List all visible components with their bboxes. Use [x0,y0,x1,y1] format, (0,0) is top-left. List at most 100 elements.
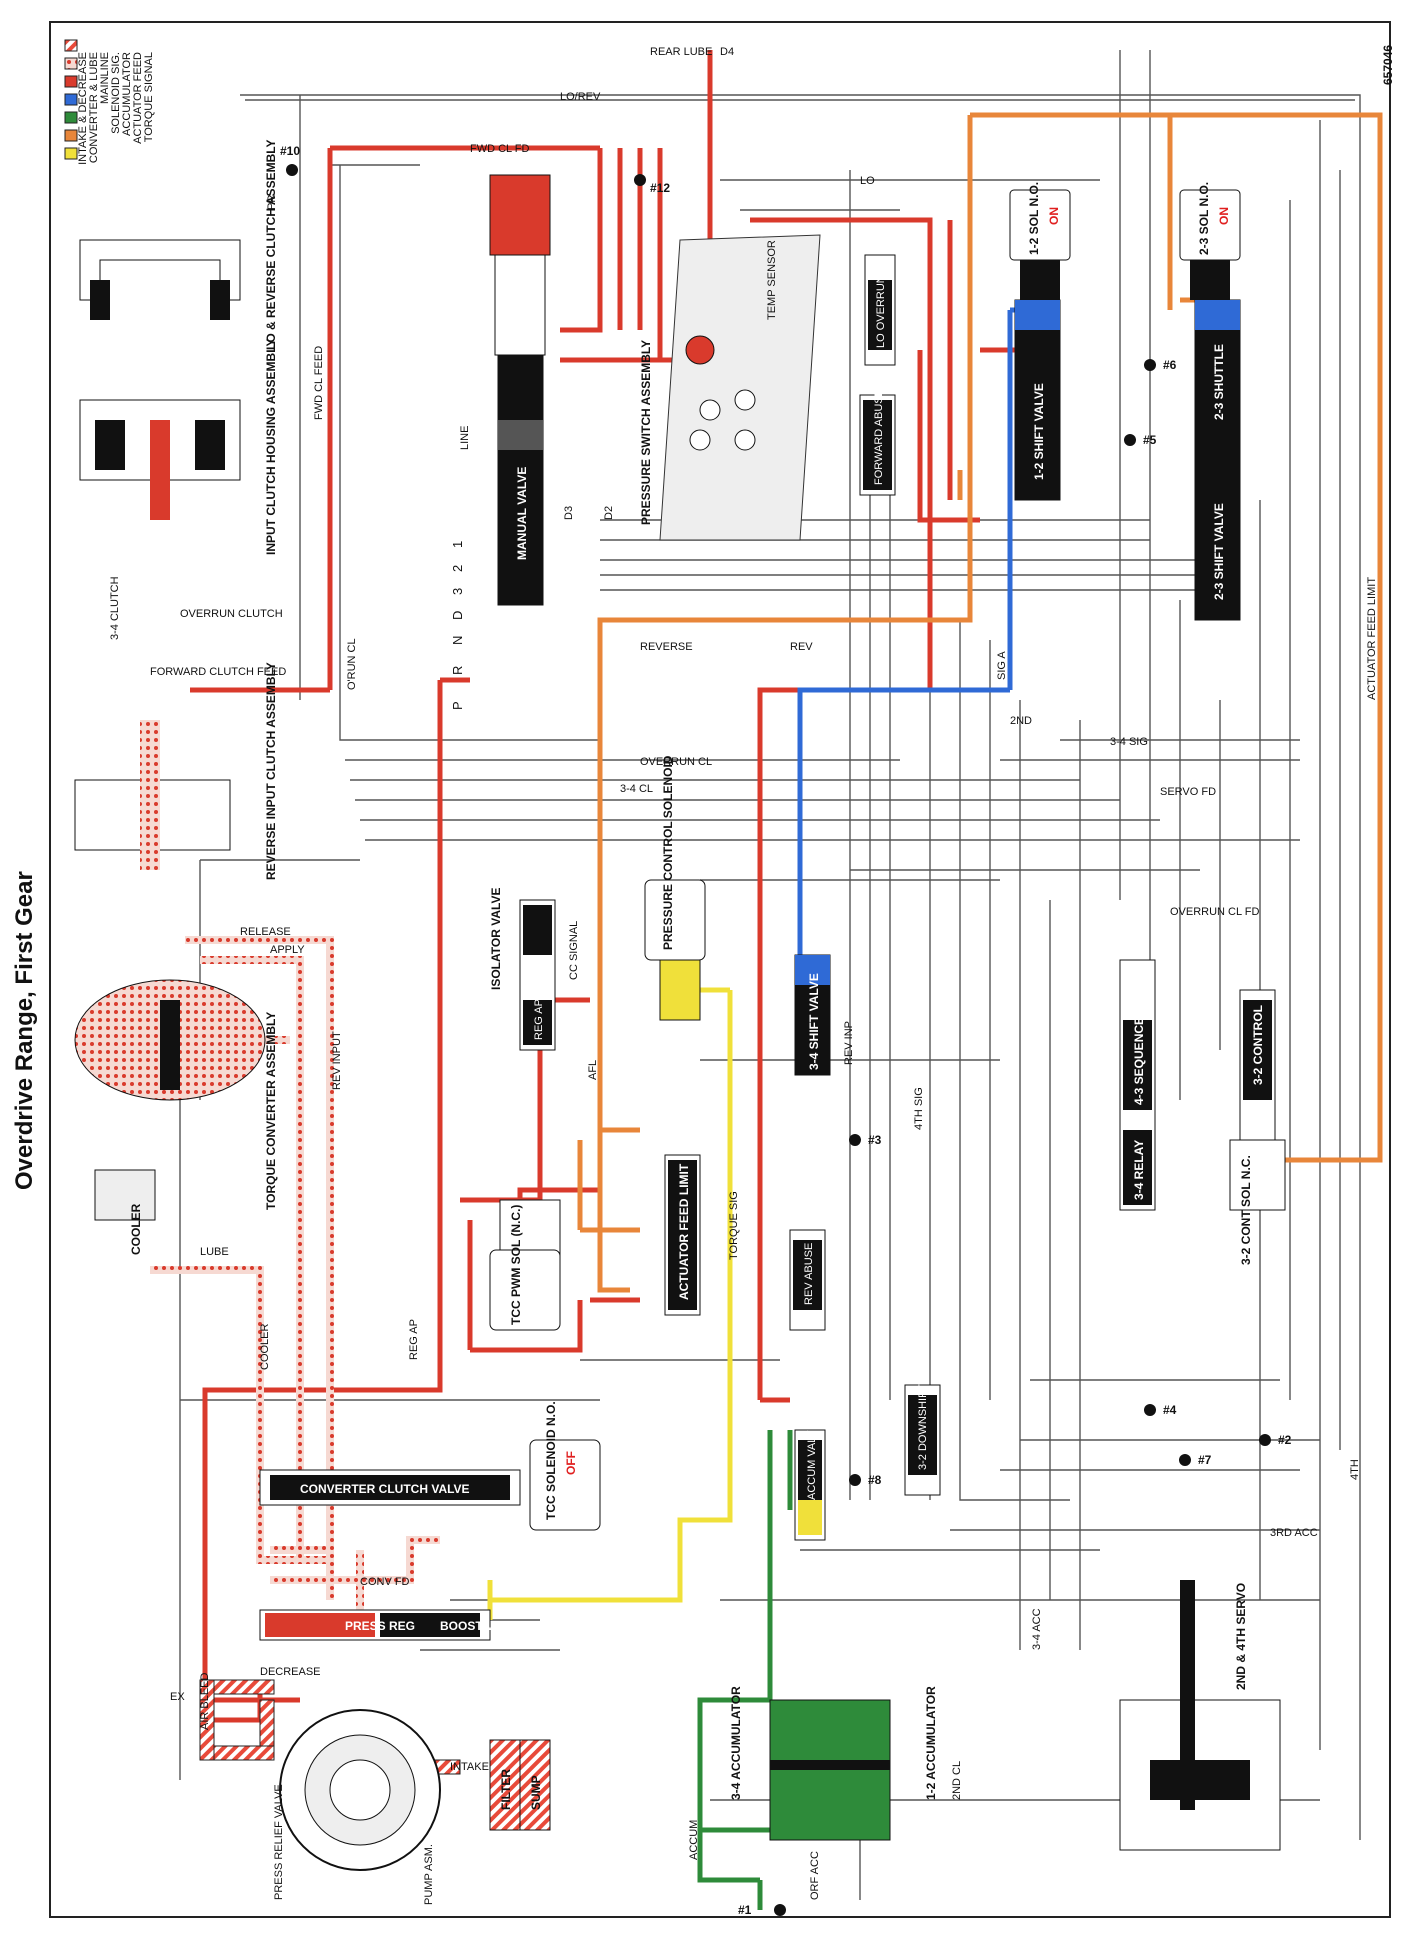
pl-2nd-cl: 2ND CL [951,1761,963,1800]
ccv-label: CONVERTER CLUTCH VALVE [300,1482,470,1496]
range-selector: P R N D 3 2 1 [450,541,465,710]
pump-label: PUMP ASM. [423,1844,435,1905]
accumulators: 3-4 ACCUMULATOR 1-2 ACCUMULATOR [729,1686,938,1841]
lo-overrun: LO OVERRUN [864,254,896,366]
pl-ex: EX [170,1691,185,1703]
reverse-input-clutch: REVERSE INPUT CLUTCH ASSEMBLY [74,662,278,880]
cb-1: #1 [738,1903,752,1917]
press-reg: PRESS REG BOOST VALVE [259,1609,524,1641]
checkballs: #1 #2 #3 #4 #5 #6 #7 #8 #10 #12 [280,144,1292,1917]
press-relief-label: PRESS RELIEF VALVE [273,1784,285,1900]
figure-number: 657046 [1381,45,1395,85]
pl-2nd: 2ND [1010,715,1032,727]
shift-valve-12: 1-2 SHIFT VALVE [1014,299,1061,501]
pl-overrun-cl: OVERRUN CL [640,756,712,768]
sol-12-state: ON [1047,207,1061,225]
legend-item-actuator [64,129,78,142]
lo-rev-label: LO & REVERSE CLUTCH ASSEMBLY [264,140,278,350]
sol-23-state: ON [1217,207,1231,225]
cb-10: #10 [280,144,300,158]
pl-release: RELEASE [240,926,291,938]
cb-7: #7 [1198,1453,1212,1467]
accum-valve-label: ACCUM VALVE [806,1423,818,1500]
pressure-switch: PRESSURE SWITCH ASSEMBLY TEMP SENSOR [639,234,821,541]
pl-fwd-cl-feed: FWD CL FEED [313,346,325,420]
lo-overrun-label: LO OVERRUN [875,275,887,348]
input-clutch-label: INPUT CLUTCH HOUSING ASSEMBLY [264,339,278,555]
tcc-pwm-label: TCC PWM SOL (N.C.) [509,1205,523,1325]
pl-34-cl: 3-4 CL [620,783,653,795]
pl-lo-rev: LO/REV [560,91,601,103]
tcc-pwm: TCC PWM SOL (N.C.) [489,1199,561,1331]
pl-afl-limit: ACTUATOR FEED LIMIT [1366,577,1378,700]
sol-23: 2-3 SOL N.O. ON [1179,182,1241,300]
lo-reverse-clutch: LO & REVERSE CLUTCH ASSEMBLY [79,140,278,350]
sol-12: 1-2 SOL N.O. ON [1009,182,1071,300]
actuator-feed-limit: ACTUATOR FEED LIMIT [664,1154,701,1316]
input-clutch-housing: INPUT CLUTCH HOUSING ASSEMBLY [79,339,278,555]
accum-valve: ACCUM VALVE [794,1423,826,1541]
control-32-label: 3-2 CONTROL [1251,1005,1265,1085]
manual-valve-label: MANUAL VALVE [515,467,529,560]
legend-label-torque: TORQUE SIGNAL [143,52,155,142]
legend-item-torque [64,147,78,160]
rev-abuse: REV ABUSE [789,1229,826,1331]
pl-orf-acc: ORF ACC [809,1851,821,1900]
pl-orun-cl: O'RUN CL [346,638,358,690]
temp-sensor-label: TEMP SENSOR [766,240,778,320]
range-3: 3 [450,588,465,595]
legend-item-mainline [64,75,78,88]
cb-6: #6 [1163,358,1177,372]
legend: INTAKE & DECREASE CONVERTER & LUBE MAINL… [64,39,155,165]
tc-label: TORQUE CONVERTER ASSEMBLY [264,1012,278,1210]
pcs-label: PRESSURE CONTROL SOLENOID [661,755,675,950]
legend-item-solenoid [64,93,78,106]
cb-3: #3 [868,1133,882,1147]
legend-item-converter [64,57,78,70]
reg-apply-label: REG APPLY [533,978,545,1040]
pl-accum: ACCUM [688,1820,700,1860]
pl-sig-a: SIG A [996,651,1008,680]
pl-rev: REV [790,641,813,653]
filter-sump: FILTER SUMP [489,1739,551,1831]
pl-rev-input: REV INPUT [331,1031,343,1090]
tcc-solenoid: TCC SOLENOID N.O. OFF [529,1401,601,1531]
rev-abuse-label: REV ABUSE [803,1243,815,1305]
pl-apply: APPLY [270,944,305,956]
pl-air-bleed: AIR BLEED [199,1672,211,1730]
pl-cc-signal: CC SIGNAL [568,921,580,980]
pl-3rd-acc: 3RD ACC [1270,1527,1318,1539]
pl-cooler: COOLER [259,1323,271,1370]
cooler-label: COOLER [129,1203,143,1255]
sol-23-label: 2-3 SOL N.O. [1197,182,1211,255]
downshift-32-label: 3-2 DOWNSHIFT [917,1384,929,1470]
rev-input-label: REVERSE INPUT CLUTCH ASSEMBLY [264,662,278,880]
sol-12-label: 1-2 SOL N.O. [1027,182,1041,255]
generic-passages [179,50,1361,1900]
range-D: D [450,611,465,620]
cb-8: #8 [868,1473,882,1487]
shift-valve-23: 2-3 SHUTTLE 2-3 SHIFT VALVE [1194,299,1241,621]
control-32: 3-2 CONTROL 3-2 CONT SOL N.C. [1229,989,1286,1265]
pl-34-clutch: 3-4 CLUTCH [109,576,121,640]
pl-reg-ap: REG AP [408,1319,420,1360]
forward-abuse: FORWARD ABUSE [859,389,896,496]
accum-12-label: 1-2 ACCUMULATOR [924,1686,938,1800]
legend-label-actuator: ACTUATOR FEED [132,52,144,144]
pl-servo-fd: SERVO FD [1160,786,1216,798]
legend-label-solenoid: SOLENOID SIG. [110,52,122,134]
pl-rear-lube: REAR LUBE [650,46,712,58]
passage-labels: REAR LUBE D4 LO/REV FWD CL FD LO PR LINE… [109,46,1378,1900]
legend-label-intake: INTAKE & DECREASE [77,52,89,165]
pl-4th-sig: 4TH SIG [913,1087,925,1130]
pl-overrun-cl-fd: OVERRUN CL FD [1170,906,1259,918]
legend-label-converter: CONVERTER & LUBE [88,52,100,163]
shift-34-label: 3-4 SHIFT VALVE [807,973,821,1070]
relay-34-label: 3-4 RELAY [1132,1140,1146,1200]
diagram-title: Overdrive Range, First Gear [11,871,38,1190]
pl-d3: D3 [563,506,575,520]
cooler: COOLER [94,1169,156,1255]
cb-2: #2 [1278,1433,1292,1447]
page-border [49,21,1391,1918]
